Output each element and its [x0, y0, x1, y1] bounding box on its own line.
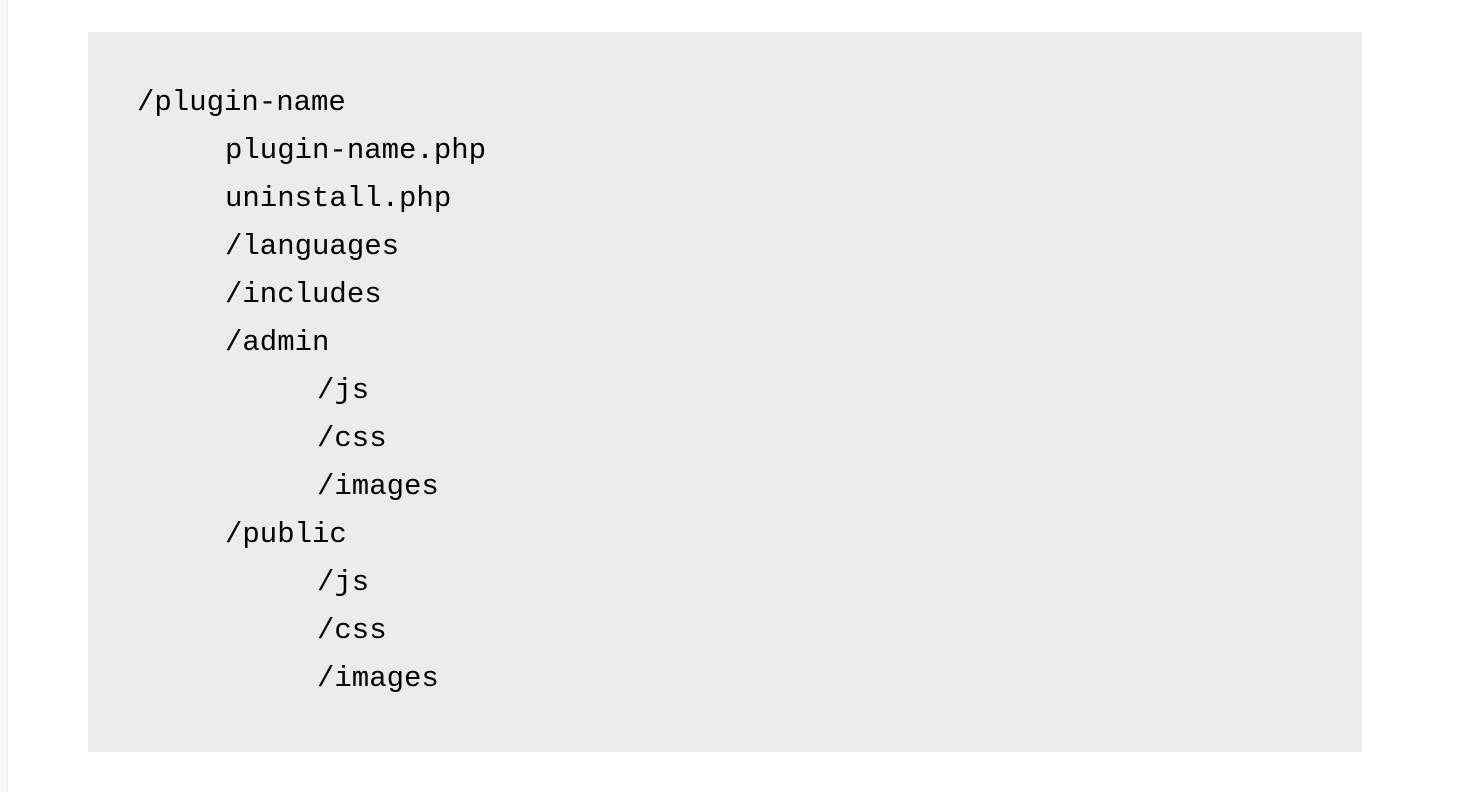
tree-line: /css: [317, 422, 387, 455]
tree-line: /admin: [225, 326, 330, 359]
tree-line: /languages: [225, 230, 400, 263]
tree-line: /images: [317, 662, 439, 695]
plugin-directory-code-block: /plugin-name plugin-name.php uninstall.php…: [88, 32, 1362, 752]
tree-line: /images: [317, 470, 439, 503]
tree-line: uninstall.php: [225, 182, 452, 215]
page-left-gutter: [0, 0, 8, 792]
directory-tree: /plugin-name plugin-name.php uninstall.php…: [137, 79, 1338, 703]
tree-line: /js: [317, 374, 370, 407]
tree-line: /public: [225, 518, 347, 551]
tree-line: /css: [317, 614, 387, 647]
tree-line: /plugin-name: [137, 86, 346, 119]
tree-line: plugin-name.php: [225, 134, 487, 167]
tree-line: /js: [317, 566, 370, 599]
tree-line: /includes: [225, 278, 382, 311]
